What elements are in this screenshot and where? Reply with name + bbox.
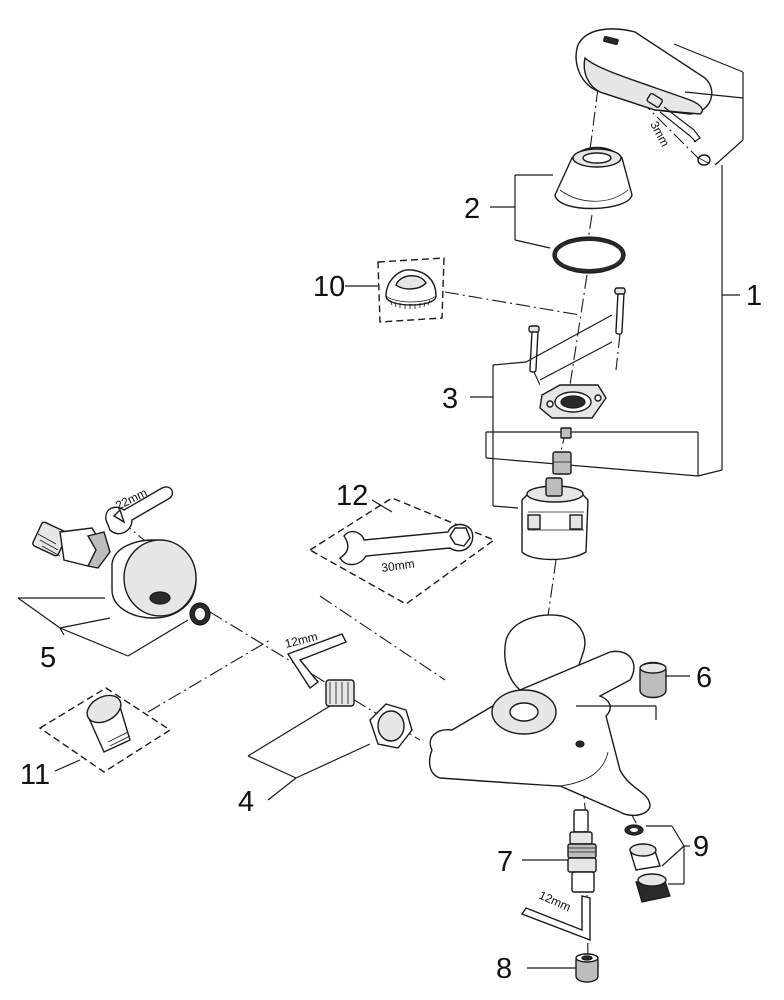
- bracket-part-2: [490, 174, 553, 249]
- wrench-22mm: [105, 486, 174, 535]
- bracket-part-5: [17, 597, 189, 657]
- dimension-3mm: 3mm: [647, 119, 672, 149]
- part-10-box: [345, 257, 445, 323]
- part-11-box: [38, 687, 172, 773]
- callout-4: 4: [238, 786, 254, 818]
- union-shank: [32, 521, 111, 569]
- dimension-12mm-bottom: 12mm: [537, 888, 573, 914]
- part-12-box: [308, 497, 496, 605]
- wall-escutcheon: [111, 539, 197, 619]
- callout-3: 3: [442, 383, 458, 415]
- adapter-parts: [552, 427, 572, 475]
- o-ring: [552, 236, 626, 274]
- mounting-plate: [539, 384, 607, 419]
- callout-1: 1: [746, 280, 762, 312]
- union-nut: [369, 703, 413, 749]
- hex-key-12mm-bottom: [520, 895, 591, 942]
- dimension-30mm: 30mm: [380, 556, 415, 575]
- cap-part-6: [576, 661, 690, 720]
- s-union-connector: [325, 679, 355, 707]
- callout-11: 11: [20, 759, 50, 791]
- nut-part-8: [527, 953, 599, 983]
- bracket-part-9: [646, 825, 690, 885]
- fixing-screws: [528, 287, 626, 386]
- mixer-body: [428, 614, 651, 817]
- callout-5: 5: [40, 642, 56, 674]
- handle-group: [575, 28, 713, 166]
- bracket-part-3: [470, 314, 613, 509]
- washer-5: [189, 602, 211, 626]
- callout-8: 8: [496, 953, 512, 985]
- callout-6: 6: [696, 662, 712, 694]
- bracket-part-4: [247, 705, 371, 801]
- callout-7: 7: [497, 846, 513, 878]
- callout-12: 12: [336, 480, 368, 512]
- callout-2: 2: [464, 193, 480, 225]
- bracket-part-1: [485, 43, 744, 477]
- callout-9: 9: [693, 831, 709, 863]
- aerator-set: [624, 824, 671, 903]
- cartridge: [521, 477, 589, 561]
- hex-key-12mm-left: [286, 633, 347, 690]
- diverter-cartridge: [522, 809, 597, 893]
- callout-10: 10: [313, 271, 345, 303]
- cover-cap: [554, 146, 633, 210]
